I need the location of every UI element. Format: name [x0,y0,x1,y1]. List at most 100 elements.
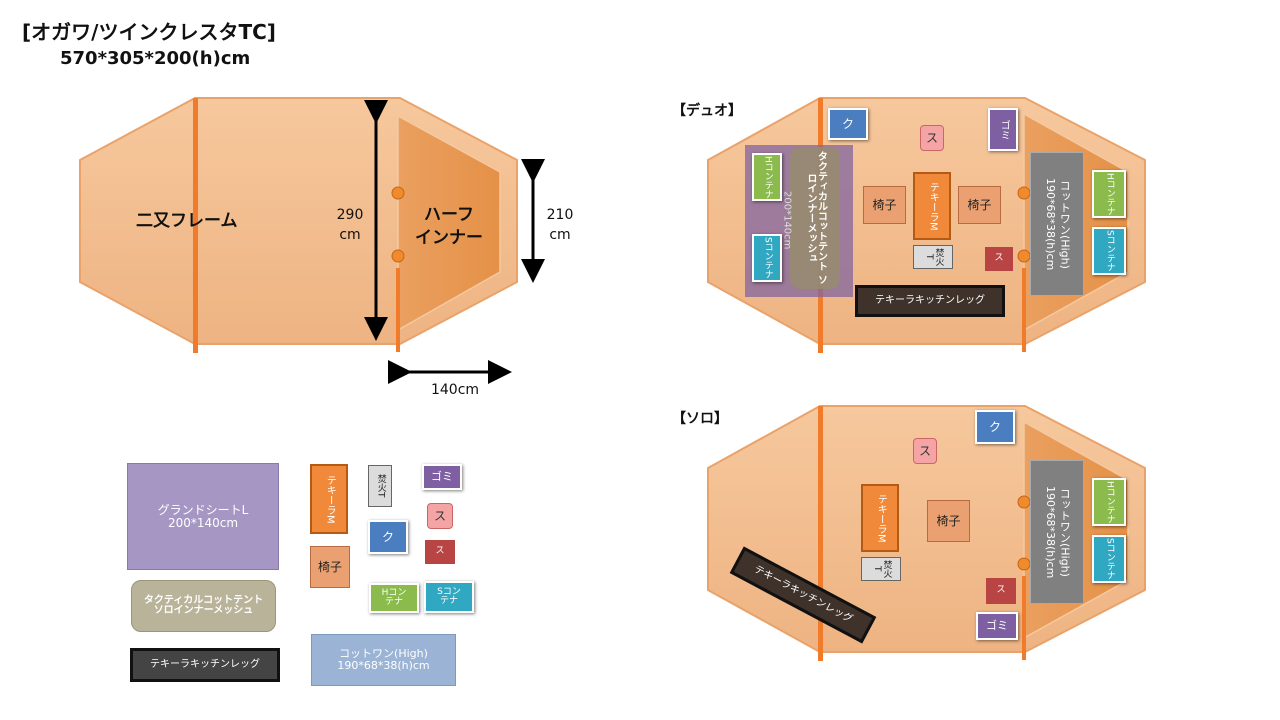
solo-trash: ゴミ [976,612,1018,640]
main-tent [79,97,545,384]
duo-s-container-label-1: Sコン [762,237,773,261]
dim-290-unit: cm [339,226,361,243]
legend-s-container: Sコン テナ [424,581,474,613]
duo-table-label: テキーラM [927,181,939,231]
duo-cot-size: 190*68*38(h)cm [1044,177,1057,271]
legend-ground-sheet-name: グランドシートL [157,502,249,517]
legend-s-container-label-1: Sコン [437,586,461,597]
solo-cot-size: 190*68*38(h)cm [1044,485,1057,579]
solo-knob-bottom [1017,557,1031,571]
duo-cot-h-label-1: Hコン [1104,172,1115,198]
legend-tekira-table-label: テキーラM [324,474,336,524]
legend-trash: ゴミ [422,464,462,490]
duo-s-container: Sコンテナ [752,234,782,282]
duo-heading: 【デュオ】 [672,103,742,119]
duo-stove: ス [920,125,944,151]
duo-fire-table-label: 焚火T [924,248,944,266]
duo-tent-size: 200*140cm [781,190,793,250]
duo-table: テキーラM [913,172,951,240]
duo-h-container-label-2: テナ [762,180,773,199]
half-inner-label-line2: インナー [415,227,483,248]
solo-pole-right [1022,576,1026,660]
dim-290-value: 290 [336,207,364,223]
solo-pole-left [818,406,823,661]
duo-small-stove: ス [985,247,1013,271]
duo-cot-name: コットワン(High) [1058,179,1072,269]
duo-cot: コットワン(High) 190*68*38(h)cm [1030,152,1084,296]
legend-ground-sheet: グランドシートL 200*140cm [127,463,279,570]
legend-cot-size: 190*68*38(h)cm [337,659,430,672]
legend-small-stove: ス [425,540,455,564]
duo-cot-h-container: Hコンテナ [1092,170,1126,218]
duo-h-container-label-1: Hコン [762,155,773,181]
legend-ground-sheet-size: 200*140cm [167,515,239,530]
page-title: [オガワ/ツインクレスタTC] [22,20,276,44]
legend-s-container-label-2: テナ [439,596,458,606]
legend-cot-tent-name-2: ソロインナーメッシュ [153,605,254,616]
solo-cot-s-container: Sコンテナ [1092,535,1126,583]
solo-knob-top [1017,495,1031,509]
legend-cot-name: コットワン(High) [339,647,428,661]
duo-tent-name: タクティカルコットテント ソロインナーメッシュ [805,151,827,285]
duo-chair-left: 椅子 [863,186,906,224]
legend-h-container: Hコン テナ [369,583,419,613]
solo-cot-s-label-2: テナ [1104,561,1115,580]
legend-h-container-label-1: Hコン [381,587,407,598]
solo-small-stove: ス [986,578,1016,604]
dim-210-label: 210 cm [540,206,580,245]
duo-h-container: Hコンテナ [752,153,782,201]
legend-chair: 椅子 [310,546,350,588]
solo-cooler: ク [975,410,1015,444]
legend-tekira-table: テキーラM [310,464,348,534]
solo-cot-h-label-1: Hコン [1104,480,1115,506]
duo-trash: ゴミ [988,108,1018,151]
solo-table: テキーラM [861,484,899,552]
frame-pole-right [396,268,400,352]
duo-fire-table: 焚火T [913,245,953,269]
duo-cot-tent [790,147,840,289]
solo-chair: 椅子 [927,500,970,542]
solo-fire-table: 焚火T [861,557,901,581]
duo-knob-top [1017,186,1031,200]
legend-cot-tent: タクティカルコットテント ソロインナーメッシュ [131,580,276,632]
dim-210-unit: cm [549,226,571,243]
duo-cot-s-label-1: Sコン [1104,230,1115,254]
duo-cot-s-container: Sコンテナ [1092,227,1126,275]
duo-pole-right [1022,268,1026,352]
duo-cot-tent-label: タクティカルコットテント ソロインナーメッシュ [790,147,840,289]
frame-pole-left [193,98,198,353]
legend-h-container-label-2: テナ [384,597,403,607]
duo-cot-h-label-2: テナ [1104,197,1115,216]
dim-210-value: 210 [546,207,574,223]
duo-trash-label: ゴミ [998,119,1010,140]
duo-kitchen-leg: テキーラキッチンレッグ [855,285,1005,317]
legend-fire-table: 焚火T [368,465,392,507]
duo-chair-right: 椅子 [958,186,1001,224]
dim-140-label: 140cm [430,382,480,398]
legend-cot: コットワン(High) 190*68*38(h)cm [311,634,456,686]
legend-kitchen-leg: テキーラキッチンレッグ [130,648,280,682]
solo-fire-table-label: 焚火T [872,560,892,578]
solo-cot-s-label-1: Sコン [1104,538,1115,562]
legend-cooler: ク [368,520,408,554]
duo-knob-bottom [1017,249,1031,263]
half-inner-label: ハーフ インナー [404,204,494,250]
solo-table-label: テキーラM [875,493,887,543]
duo-cot-s-label-2: テナ [1104,253,1115,272]
dim-290-label: 290 cm [330,206,370,245]
tent-dimensions: 570*305*200(h)cm [60,48,251,69]
frame-label: 二又フレーム [136,211,238,231]
legend-fire-table-label: 焚火T [375,474,386,498]
solo-cot-name: コットワン(High) [1058,487,1072,577]
solo-stove: ス [913,438,937,464]
legend-cot-tent-name-1: タクティカルコットテント [143,594,264,606]
duo-cooler: ク [828,108,868,140]
solo-cot-h-label-2: テナ [1104,505,1115,524]
duo-s-container-label-2: テナ [762,260,773,279]
half-inner-label-line1: ハーフ [424,205,474,225]
pole-knob-bottom [391,249,405,263]
solo-heading: 【ソロ】 [672,411,728,427]
legend-stove: ス [427,503,453,529]
solo-cot-h-container: Hコンテナ [1092,478,1126,526]
solo-cot: コットワン(High) 190*68*38(h)cm [1030,460,1084,604]
